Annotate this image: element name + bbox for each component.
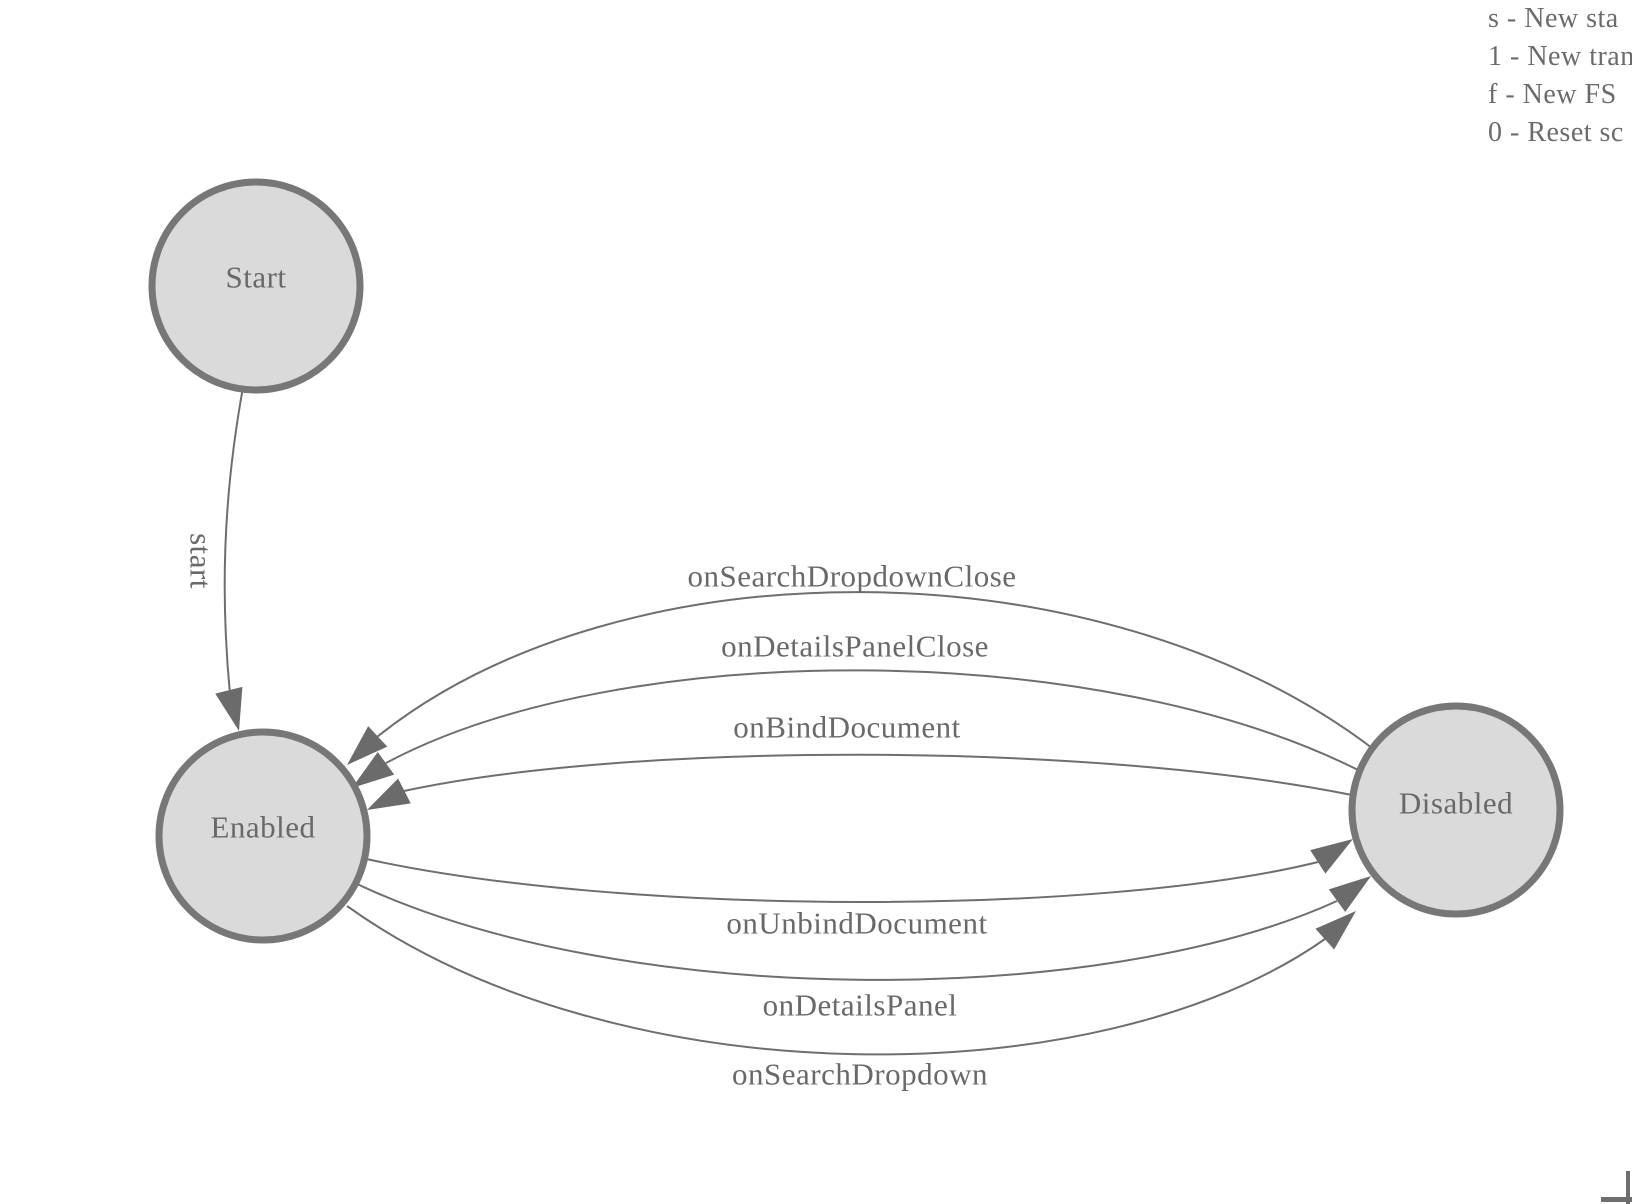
state-enabled: Enabled	[155, 728, 371, 944]
canvas-border-corner	[1601, 1197, 1632, 1202]
transition-onBindDocument: onBindDocument	[367, 710, 1353, 810]
shortcuts-legend: s - New sta 1 - New tran f - New FS 0 - …	[1488, 0, 1632, 152]
state-label-disabled: Disabled	[1399, 786, 1513, 821]
state-start: Start	[148, 178, 364, 394]
legend-line: 1 - New tran	[1488, 41, 1632, 72]
state-disabled: Disabled	[1348, 702, 1564, 918]
state-node-enabled[interactable]	[155, 728, 371, 944]
transition-edge-onUnbindDocument[interactable]	[361, 857, 1319, 903]
state-node-disabled[interactable]	[1348, 702, 1564, 918]
state-node-start[interactable]	[148, 178, 364, 394]
transition-arrowhead	[1310, 839, 1353, 874]
transition-edge-start[interactable]	[223, 381, 245, 695]
transition-onSearchDropdownClose: onSearchDropdownClose	[347, 559, 1373, 765]
transition-start: start	[184, 381, 245, 731]
transition-arrowhead	[1328, 876, 1371, 913]
canvas-border-corner	[1626, 1171, 1630, 1204]
transition-label-onUnbindDocument: onUnbindDocument	[726, 906, 987, 941]
transition-label-start: start	[184, 533, 219, 589]
transition-label-onBindDocument: onBindDocument	[733, 710, 960, 745]
transition-onDetailsPanel: onDetailsPanel	[354, 876, 1371, 1023]
transition-edge-onDetailsPanelClose[interactable]	[385, 669, 1363, 773]
transition-edge-onDetailsPanel[interactable]	[354, 882, 1338, 981]
transition-edges-group: start onSearchDropdownClose onDetailsPan…	[184, 381, 1373, 1092]
transition-label-onSearchDropdown: onSearchDropdown	[732, 1057, 988, 1092]
transition-arrowhead	[352, 751, 395, 788]
transition-label-onDetailsPanelClose: onDetailsPanelClose	[721, 629, 989, 664]
transition-arrowhead	[367, 778, 411, 810]
transition-arrowhead	[1315, 911, 1356, 950]
legend-line: f - New FS	[1488, 79, 1617, 110]
state-nodes-group: Start Enabled Disabled	[148, 178, 1564, 944]
transition-edge-onSearchDropdown[interactable]	[346, 905, 1326, 1056]
state-label-start: Start	[225, 260, 286, 295]
transition-label-onDetailsPanel: onDetailsPanel	[763, 988, 958, 1023]
transition-onDetailsPanelClose: onDetailsPanelClose	[352, 629, 1363, 788]
transition-arrowhead	[347, 726, 388, 765]
transition-edge-onBindDocument[interactable]	[403, 753, 1353, 796]
state-label-enabled: Enabled	[210, 810, 315, 845]
transition-label-onSearchDropdownClose: onSearchDropdownClose	[687, 559, 1016, 594]
legend-line: 0 - Reset sc	[1488, 117, 1624, 148]
transition-onUnbindDocument: onUnbindDocument	[361, 839, 1353, 941]
legend-line: s - New sta	[1488, 3, 1619, 34]
transition-onSearchDropdown: onSearchDropdown	[346, 905, 1356, 1092]
transition-edge-onSearchDropdownClose[interactable]	[376, 591, 1373, 749]
transition-arrowhead	[215, 686, 243, 731]
